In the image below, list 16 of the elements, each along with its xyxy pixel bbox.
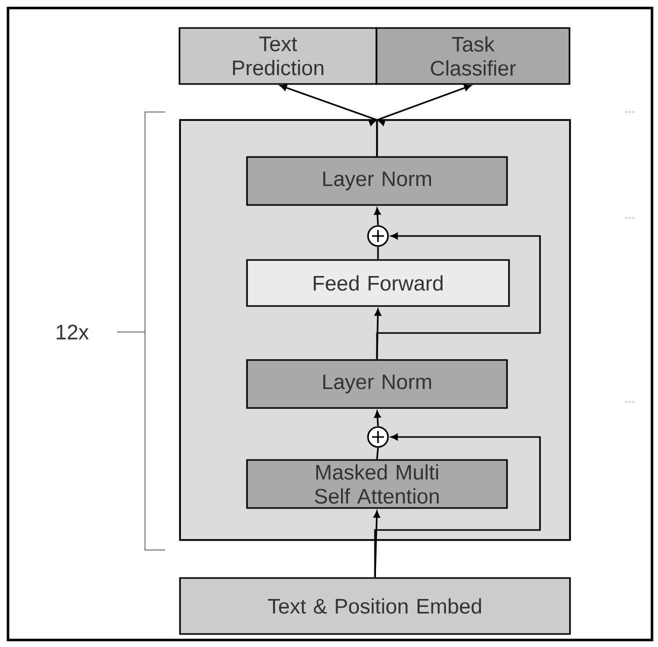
- ellipsis-mark: ...: [626, 401, 634, 403]
- arrow: [376, 232, 541, 360]
- arrow: [368, 84, 472, 156]
- layer-box: Layer Norm: [246, 359, 508, 409]
- layer-box: Text & Position Embed: [179, 577, 571, 635]
- layer-box: Task Classifier: [376, 27, 570, 85]
- layer-box: Feed Forward: [246, 259, 510, 307]
- repeat-label: 12x: [56, 324, 89, 340]
- arrow: [374, 434, 541, 578]
- layer-box: Text Prediction: [178, 27, 378, 85]
- layer-box: Masked Multi Self Attention: [246, 459, 508, 509]
- arrow: [374, 410, 381, 426]
- ellipsis-mark: ...: [626, 217, 634, 219]
- ellipsis-mark: ...: [626, 111, 634, 113]
- arrow: [374, 208, 381, 226]
- layer-box: Layer Norm: [246, 156, 508, 206]
